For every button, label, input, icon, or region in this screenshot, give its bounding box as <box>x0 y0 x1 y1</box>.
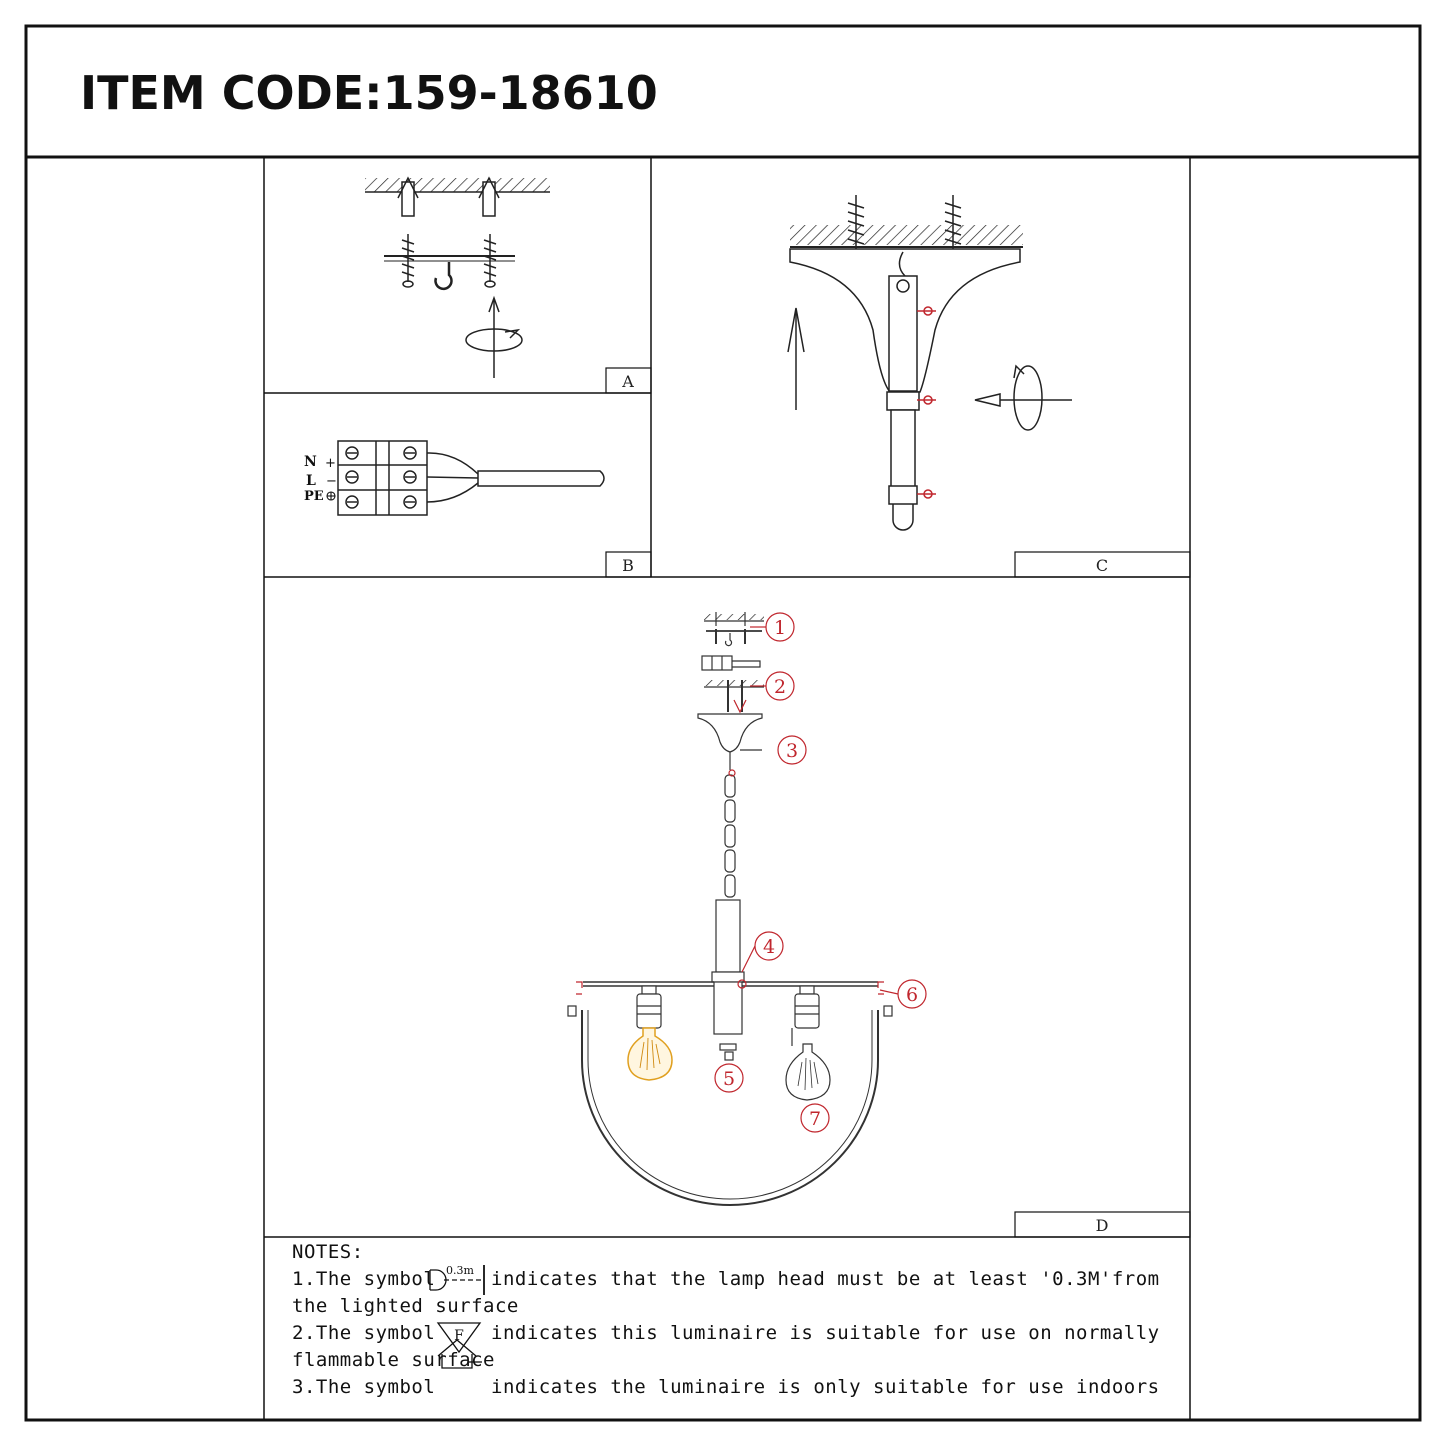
callout-2: 2 <box>774 676 786 698</box>
callout-7: 7 <box>809 1108 821 1130</box>
note-3-lead: 3.The symbol <box>292 1376 436 1398</box>
flammable-surface-icon <box>436 1322 482 1354</box>
panel-b-drawing <box>337 440 605 516</box>
note-3-text: indicates the luminaire is only suitable… <box>491 1376 1160 1398</box>
callout-4: 4 <box>763 936 775 958</box>
note-1-lead: 1.The symbol <box>292 1268 436 1290</box>
panel-c-drawing <box>787 195 1072 531</box>
callout-1: 1 <box>774 617 786 639</box>
note-2-lead: 2.The symbol <box>292 1322 436 1344</box>
wire-label-l: L <box>306 473 316 489</box>
note-1-continued: the lighted surface <box>292 1295 519 1317</box>
notes-heading: NOTES: <box>292 1241 364 1263</box>
callout-5: 5 <box>723 1068 735 1090</box>
flammable-symbol-label: F <box>454 1328 464 1344</box>
set-screws <box>917 306 936 499</box>
wire-label-minus: − <box>326 474 337 489</box>
panel-d-drawing <box>567 612 893 1206</box>
wire-label-pe: PE <box>304 489 324 504</box>
panel-label-c: C <box>1096 556 1108 575</box>
panel-label-a: A <box>621 372 634 391</box>
panel-label-d: D <box>1096 1216 1109 1235</box>
item-code-title: ITEM CODE:159-18610 <box>80 66 658 120</box>
callout-circles <box>714 612 927 1133</box>
note-2-continued: flammable surface <box>292 1349 495 1371</box>
indoor-house-icon <box>437 1339 482 1369</box>
assembly-red-marks <box>576 699 884 995</box>
distance-symbol-label: 0.3m <box>446 1264 474 1277</box>
distance-symbol-icon <box>429 1265 485 1295</box>
panel-label-b: B <box>622 556 634 575</box>
note-2-text: indicates this luminaire is suitable for… <box>491 1322 1160 1344</box>
frame <box>24 24 1422 1422</box>
wire-label-n: N <box>304 454 317 470</box>
callout-6: 6 <box>906 984 918 1006</box>
wire-label-plus: + <box>325 456 336 471</box>
note-1-text: indicates that the lamp head must be at … <box>491 1268 1160 1290</box>
callout-3: 3 <box>786 740 798 762</box>
left-bulb-icon <box>627 1027 673 1081</box>
panel-a-drawing <box>365 176 550 378</box>
earth-symbol-icon <box>326 491 336 501</box>
